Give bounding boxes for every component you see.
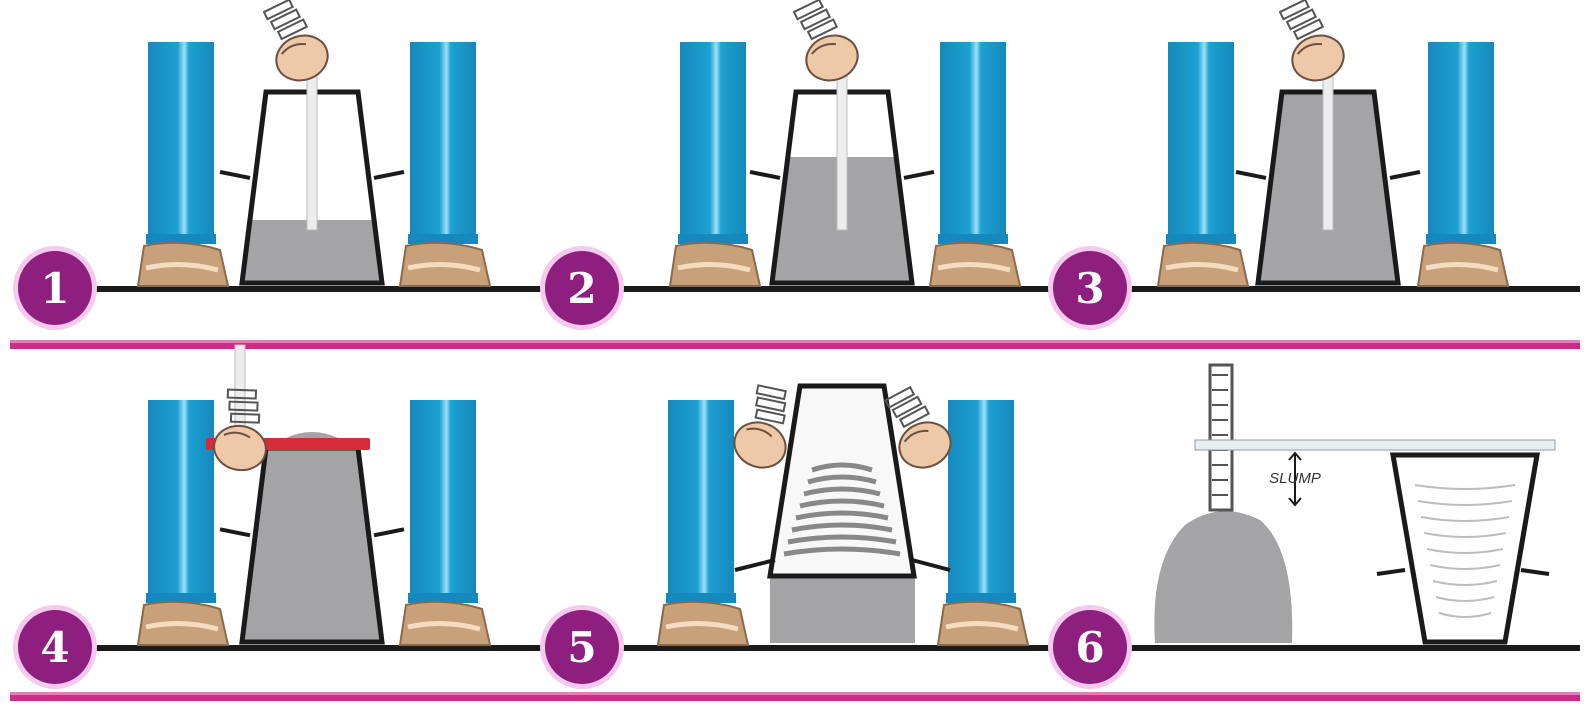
step-number-5: 5 — [567, 623, 596, 672]
slump-cone-icon — [1393, 455, 1537, 642]
leg — [410, 400, 476, 600]
step-badge-1: 1 — [13, 246, 97, 330]
step-number-4: 4 — [40, 623, 69, 672]
leg — [1168, 42, 1234, 241]
concrete-mass — [770, 575, 915, 643]
leg — [680, 42, 746, 241]
hand-rod-icon — [1275, 0, 1350, 87]
leg — [148, 42, 214, 241]
leg — [410, 42, 476, 241]
hand-rod-icon — [259, 0, 334, 87]
hand-rod-icon — [789, 0, 864, 87]
leg — [948, 400, 1014, 600]
step-number-3: 3 — [1075, 264, 1104, 313]
step-number-2: 2 — [567, 264, 596, 313]
step-1-panel — [138, 0, 490, 286]
step-badge-4: 4 — [13, 605, 97, 689]
step-badge-5: 5 — [540, 605, 624, 689]
step-5-panel — [658, 380, 1028, 645]
leg — [940, 42, 1006, 241]
step-3-panel — [1158, 0, 1508, 286]
leg — [1428, 42, 1494, 241]
step-6-panel — [1154, 365, 1555, 643]
ground-line-bottom — [60, 645, 1580, 651]
ground-line-top — [60, 286, 1580, 292]
slumped-concrete — [1154, 511, 1292, 643]
leg — [148, 400, 214, 600]
leg — [668, 400, 734, 600]
step-badge-6: 6 — [1048, 605, 1132, 689]
step-badge-2: 2 — [540, 246, 624, 330]
step-4-panel — [138, 345, 490, 645]
ruler-icon — [1210, 365, 1232, 510]
step-2-panel — [670, 0, 1020, 286]
slump-label: SLUMP — [1269, 470, 1321, 487]
step-number-1: 1 — [40, 264, 69, 313]
step-badge-3: 3 — [1048, 246, 1132, 330]
reference-bar — [1195, 440, 1555, 450]
step-number-6: 6 — [1075, 623, 1104, 672]
